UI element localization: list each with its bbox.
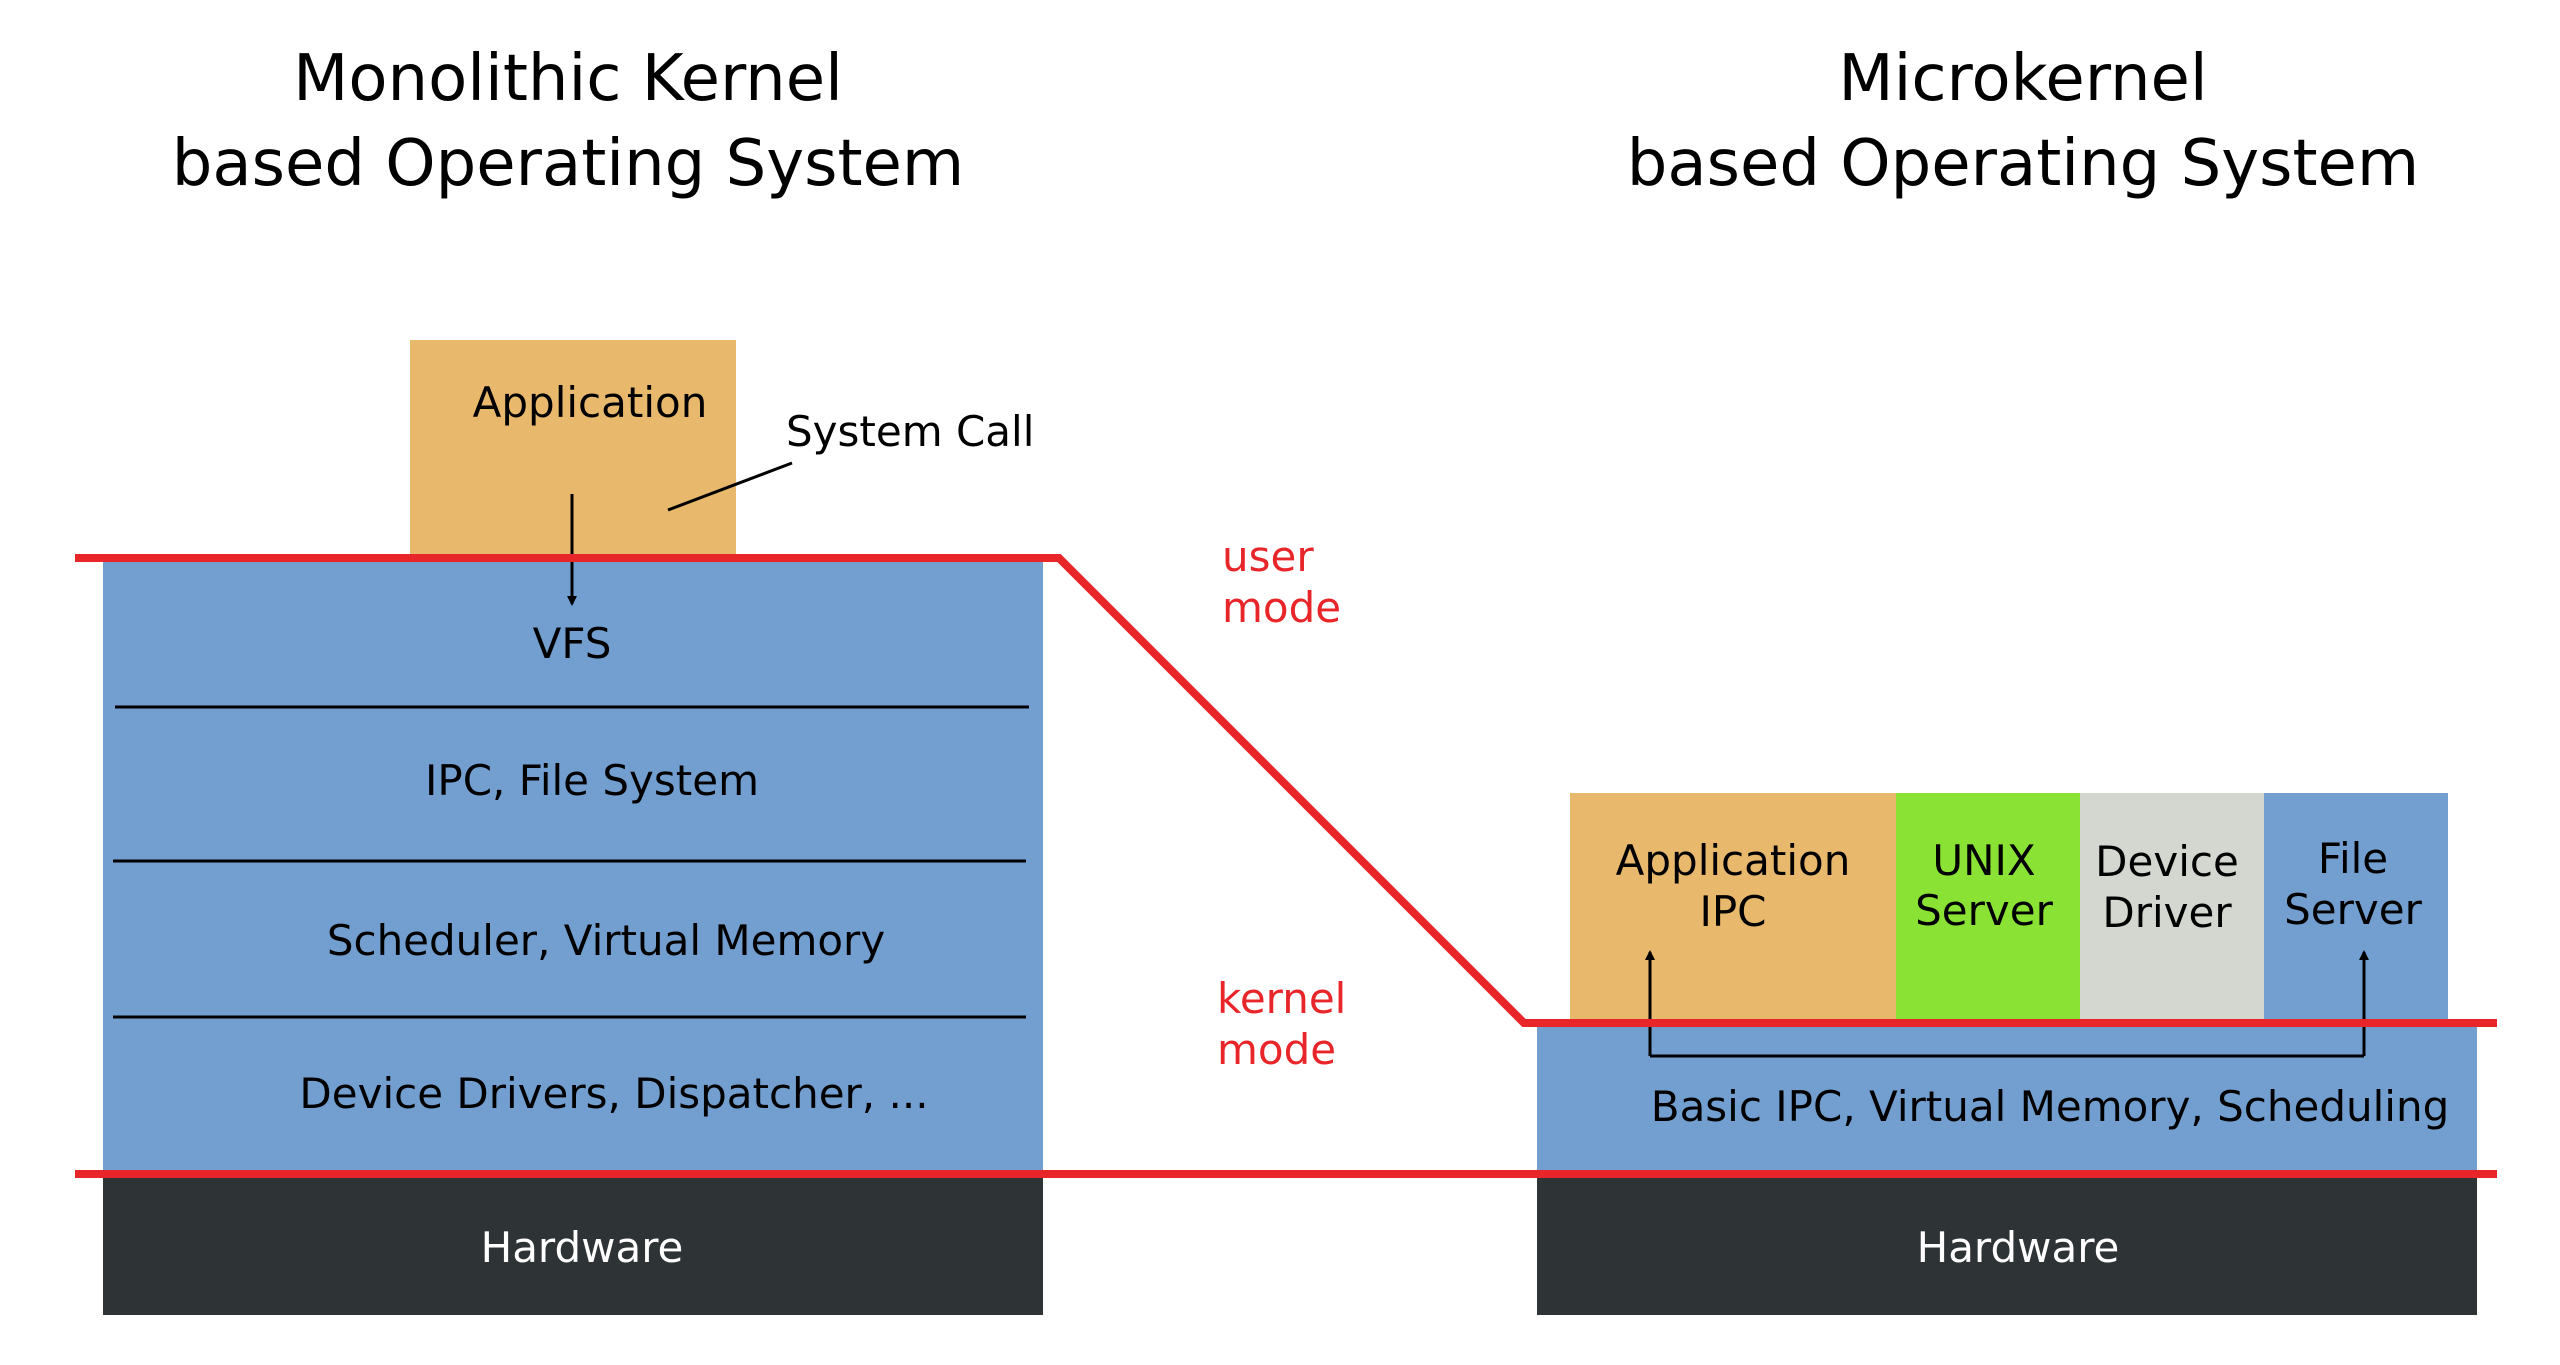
server-unix xyxy=(1896,793,2080,1020)
server-file-line2: Server xyxy=(2284,885,2422,934)
layer-ipc-file-system: IPC, File System xyxy=(425,756,759,805)
microkernel-title-line1: Microkernel xyxy=(1838,42,2207,116)
monolithic-kernel-box xyxy=(103,558,1043,1174)
kernel-mode-label-line1: kernel xyxy=(1217,974,1346,1023)
server-file-line1: File xyxy=(2318,834,2388,883)
monolithic-title-line1: Monolithic Kernel xyxy=(293,42,843,116)
user-kernel-boundary-line xyxy=(75,554,2497,1027)
layer-device-drivers: Device Drivers, Dispatcher, ... xyxy=(299,1069,928,1118)
server-unix-line1: UNIX xyxy=(1932,836,2035,885)
microkernel-hardware-box xyxy=(1537,1174,2477,1315)
server-device-driver-line1: Device xyxy=(2095,837,2239,886)
server-application-ipc-line1: Application xyxy=(1616,836,1851,885)
monolithic-title-line2: based Operating System xyxy=(172,127,965,201)
server-application-ipc xyxy=(1570,793,1896,1020)
server-device-driver xyxy=(2080,793,2264,1020)
server-device-driver-line2: Driver xyxy=(2102,888,2232,937)
microkernel-kernel-label: Basic IPC, Virtual Memory, Scheduling xyxy=(1651,1082,2450,1131)
layer-scheduler-virtual-memory: Scheduler, Virtual Memory xyxy=(327,916,885,965)
microkernel-kernel-box xyxy=(1537,1020,2477,1174)
microkernel-hardware-label: Hardware xyxy=(1917,1223,2120,1272)
user-mode-label-line2: mode xyxy=(1222,583,1341,632)
server-unix-line2: Server xyxy=(1915,886,2053,935)
system-call-leader xyxy=(667,461,793,512)
kernel-mode-label-line2: mode xyxy=(1217,1025,1336,1074)
layer-vfs: VFS xyxy=(533,619,612,668)
system-call-label: System Call xyxy=(786,407,1034,456)
server-file xyxy=(2264,793,2448,1020)
microkernel-title-line2: based Operating System xyxy=(1627,127,2420,201)
user-mode-label-line1: user xyxy=(1222,532,1314,581)
monolithic-hardware-label: Hardware xyxy=(481,1223,684,1272)
server-application-ipc-line2: IPC xyxy=(1699,887,1766,936)
monolithic-application-label: Application xyxy=(473,378,708,427)
monolithic-hardware-box xyxy=(103,1174,1043,1315)
